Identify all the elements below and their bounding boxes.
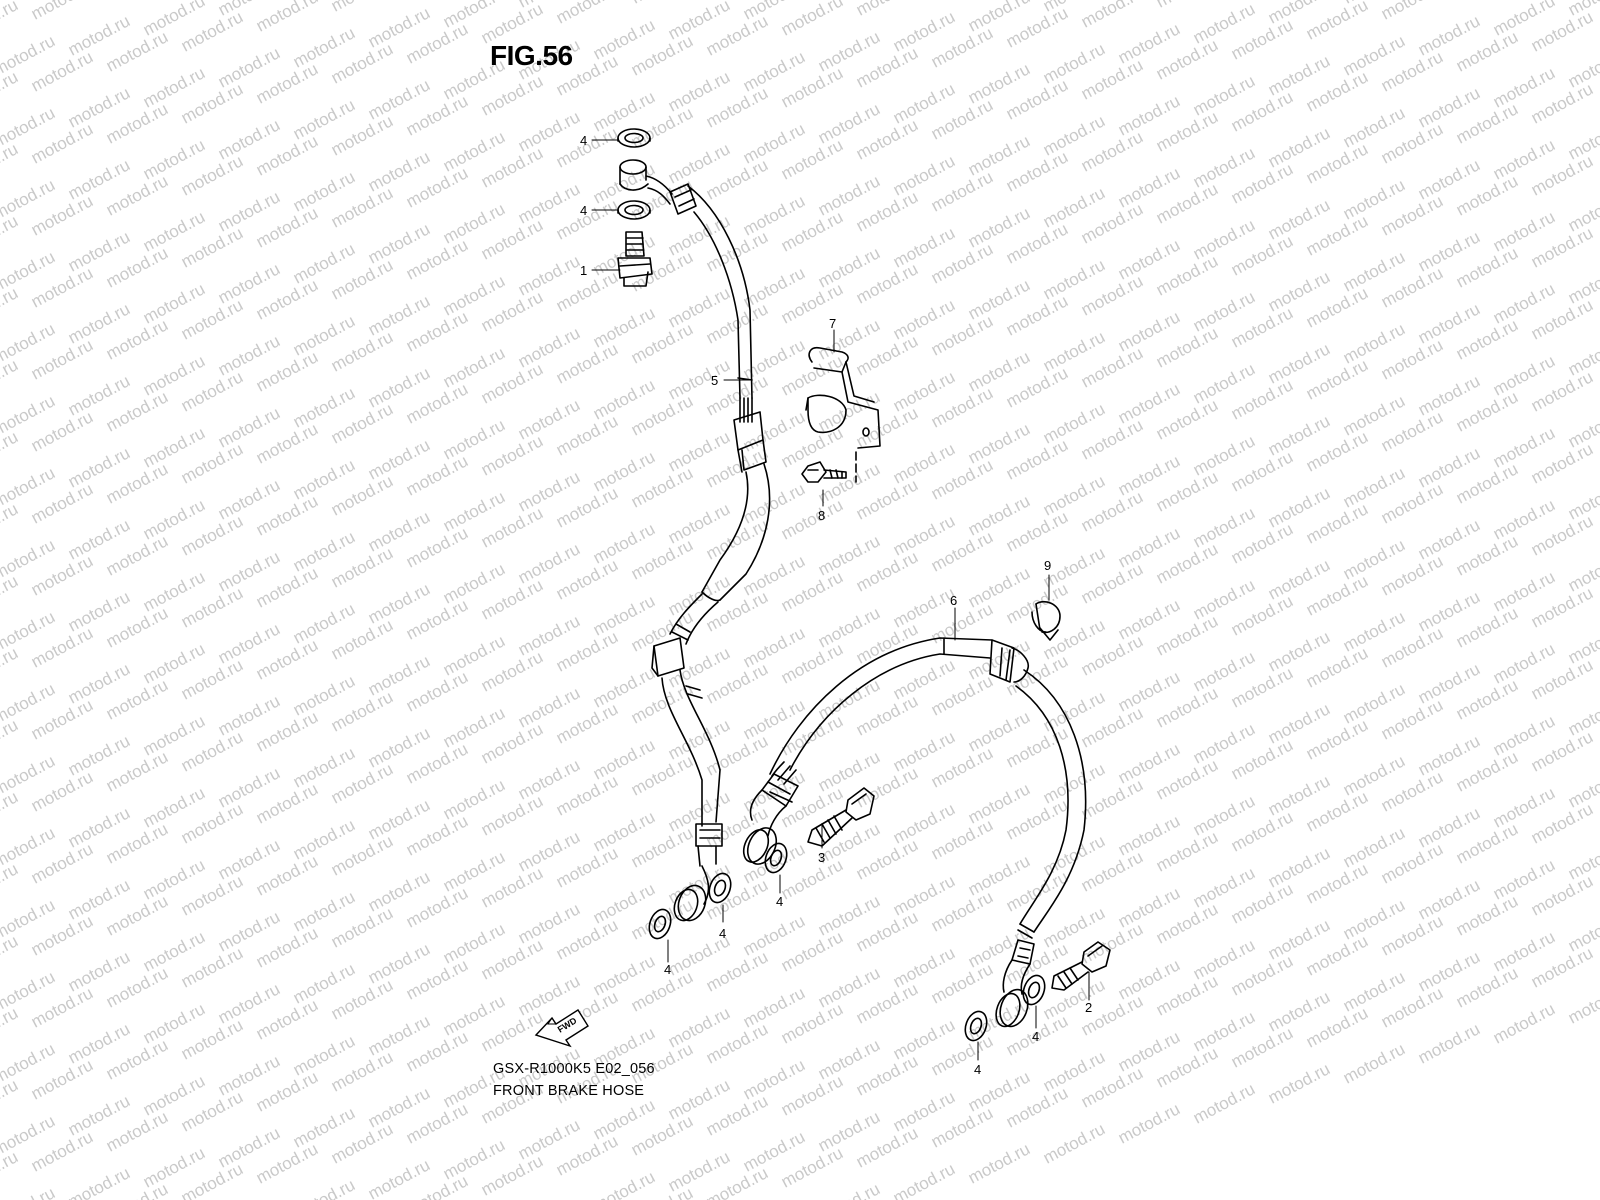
callout-1: 1	[580, 263, 587, 278]
washer-lower-5	[964, 1010, 988, 1042]
callout-4: 4	[664, 962, 671, 977]
union-bolt-1	[617, 231, 653, 287]
banjo-eye-lower-mid	[742, 829, 770, 863]
brake-hose-lower	[742, 637, 1087, 1028]
callout-9: 9	[1044, 558, 1051, 573]
washer-lower-3	[764, 842, 788, 874]
union-bolt-2	[1051, 941, 1111, 991]
banjo-eye-lower-left	[673, 888, 699, 922]
washer-lower-1	[648, 908, 672, 940]
banjo-eye-lower-right	[995, 992, 1021, 1028]
washers	[617, 128, 1046, 1042]
callout-7: 7	[829, 316, 836, 331]
callout-8: 8	[818, 508, 825, 523]
leader-lines	[591, 139, 1090, 1061]
callout-4: 4	[1032, 1029, 1039, 1044]
callout-4: 4	[974, 1062, 981, 1077]
callout-6: 6	[950, 593, 957, 608]
hose-bracket	[805, 346, 881, 449]
washer-lower-2	[708, 872, 732, 904]
hose-clamp	[1031, 600, 1061, 641]
union-bolt-3	[807, 787, 875, 847]
callout-numbers: 4 4 1 7 5 8 9 6 3 4 4 4 2 4 4	[580, 133, 1092, 1077]
callout-4: 4	[776, 894, 783, 909]
callout-4: 4	[580, 203, 587, 218]
model-code: GSX-R1000K5 E02_056	[493, 1061, 655, 1077]
figure-caption: FRONT BRAKE HOSE	[493, 1083, 645, 1099]
callout-3: 3	[818, 850, 825, 865]
fwd-arrow: FWD	[534, 1009, 589, 1048]
callout-4: 4	[719, 926, 726, 941]
callout-5: 5	[711, 373, 718, 388]
washer-lower-4	[1022, 974, 1046, 1006]
callout-2: 2	[1085, 1000, 1092, 1015]
bracket-bolt	[801, 451, 857, 483]
callout-4: 4	[580, 133, 587, 148]
figure-title: FIG.56	[490, 40, 573, 71]
brake-hose-upper	[619, 159, 771, 922]
